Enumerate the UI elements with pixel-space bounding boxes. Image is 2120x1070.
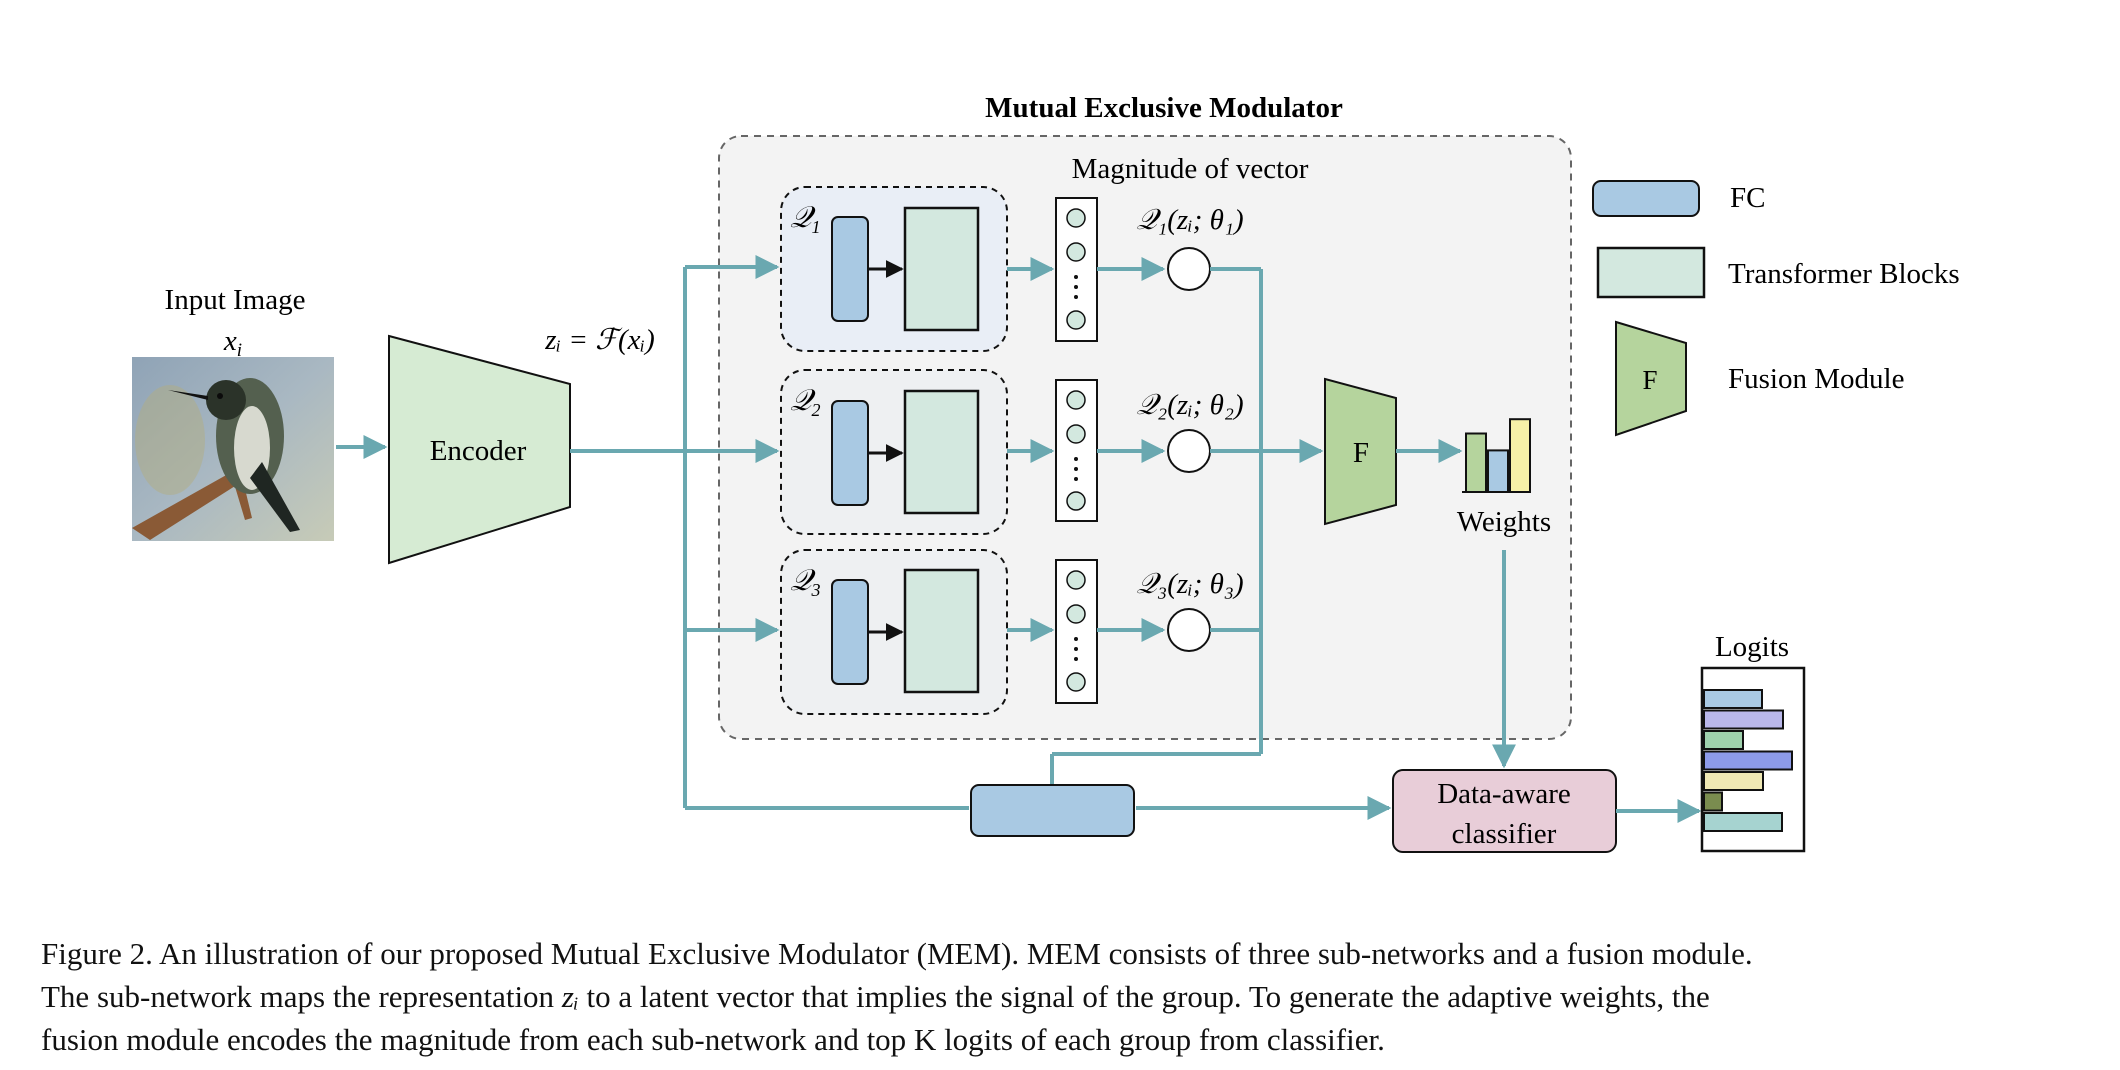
subnetwork-2-output: 𝒬₂(zᵢ; θ₂) <box>1136 389 1243 421</box>
input-image-label: Input Image <box>165 284 306 316</box>
logit-bar-5 <box>1703 771 1764 791</box>
encoder-block <box>388 334 571 565</box>
latent-vector-2 <box>1055 379 1098 522</box>
latent-vector-3 <box>1055 559 1098 704</box>
fusion-module <box>1324 377 1397 526</box>
caption-line-2a: The sub-network maps the representation <box>41 979 562 1014</box>
mem-title: Mutual Exclusive Modulator <box>985 92 1343 124</box>
encoder-output-trunk <box>570 255 1392 820</box>
hummingbird-image <box>132 357 334 541</box>
legend-fusion-swatch <box>1615 320 1687 437</box>
subnetwork-1: 𝒬1 <box>780 186 1008 352</box>
legend-fusion-label: Fusion Module <box>1728 363 1904 395</box>
caption-line-3: fusion module encodes the magnitude from… <box>41 1022 1385 1057</box>
weights-label: Weights <box>1457 506 1551 538</box>
caption-line-2b: to a latent vector that implies the sign… <box>578 979 1710 1014</box>
fc-block-1 <box>831 216 869 322</box>
legend-fusion-letter: F <box>1642 365 1657 395</box>
fc-block-2 <box>831 400 869 506</box>
weights-bar-1 <box>1465 432 1487 493</box>
logits-label: Logits <box>1715 631 1789 663</box>
magnitude-collector <box>1050 267 1324 785</box>
logits-bars <box>1703 689 1793 832</box>
encoder-label: Encoder <box>430 435 527 467</box>
subnetwork-2: 𝒬2 <box>780 369 1008 535</box>
logit-bar-6 <box>1703 791 1723 812</box>
legend-fc-label: FC <box>1730 182 1765 214</box>
input-var: xi <box>223 325 242 361</box>
classifier-label-line1: Data-aware <box>1437 778 1571 810</box>
weights-bars <box>1465 418 1531 494</box>
legend-transformer-label: Transformer Blocks <box>1728 258 1960 290</box>
magnitude-node-2 <box>1167 429 1211 473</box>
encoder-formula: zᵢ = ℱ(xᵢ) <box>544 324 655 356</box>
magnitude-node-3 <box>1167 608 1211 652</box>
transformer-block-3 <box>903 568 980 694</box>
subnetwork-1-output: 𝒬₁(zᵢ; θ₁) <box>1136 204 1243 236</box>
magnitude-node-1 <box>1167 247 1211 291</box>
latent-vector-1 <box>1055 197 1098 342</box>
legend: FC Transformer Blocks F Fusion Module <box>1592 180 1960 437</box>
caption-line-1: Figure 2. An illustration of our propose… <box>41 936 1753 971</box>
logit-bar-1 <box>1703 689 1763 709</box>
subnetwork-3-output: 𝒬₃(zᵢ; θ₃) <box>1136 568 1243 600</box>
transformer-block-2 <box>903 389 980 515</box>
fc-block-3 <box>831 579 869 685</box>
weights-bar-2 <box>1487 449 1509 493</box>
bottom-fc-block <box>970 784 1135 837</box>
logit-bar-2 <box>1703 709 1784 730</box>
transformer-block-1 <box>903 206 980 332</box>
caption-line-2: The sub-network maps the representation … <box>41 975 2001 1018</box>
caption-line-2-var: zᵢ <box>561 979 579 1014</box>
logit-bar-3 <box>1703 730 1744 750</box>
mem-diagram: Mutual Exclusive Modulator Input Image x… <box>132 92 1960 853</box>
fusion-letter: F <box>1353 437 1369 469</box>
classifier-label-line2: classifier <box>1452 818 1557 850</box>
logit-bar-4 <box>1703 750 1793 771</box>
magnitude-label: Magnitude of vector <box>1072 153 1309 185</box>
subnetwork-3: 𝒬3 <box>780 549 1008 715</box>
figure-caption: Figure 2. An illustration of our propose… <box>41 932 2001 1061</box>
weights-bar-3 <box>1509 418 1531 494</box>
legend-fc-swatch <box>1592 180 1700 217</box>
legend-transformer-swatch <box>1596 246 1706 299</box>
logit-bar-7 <box>1703 812 1783 832</box>
